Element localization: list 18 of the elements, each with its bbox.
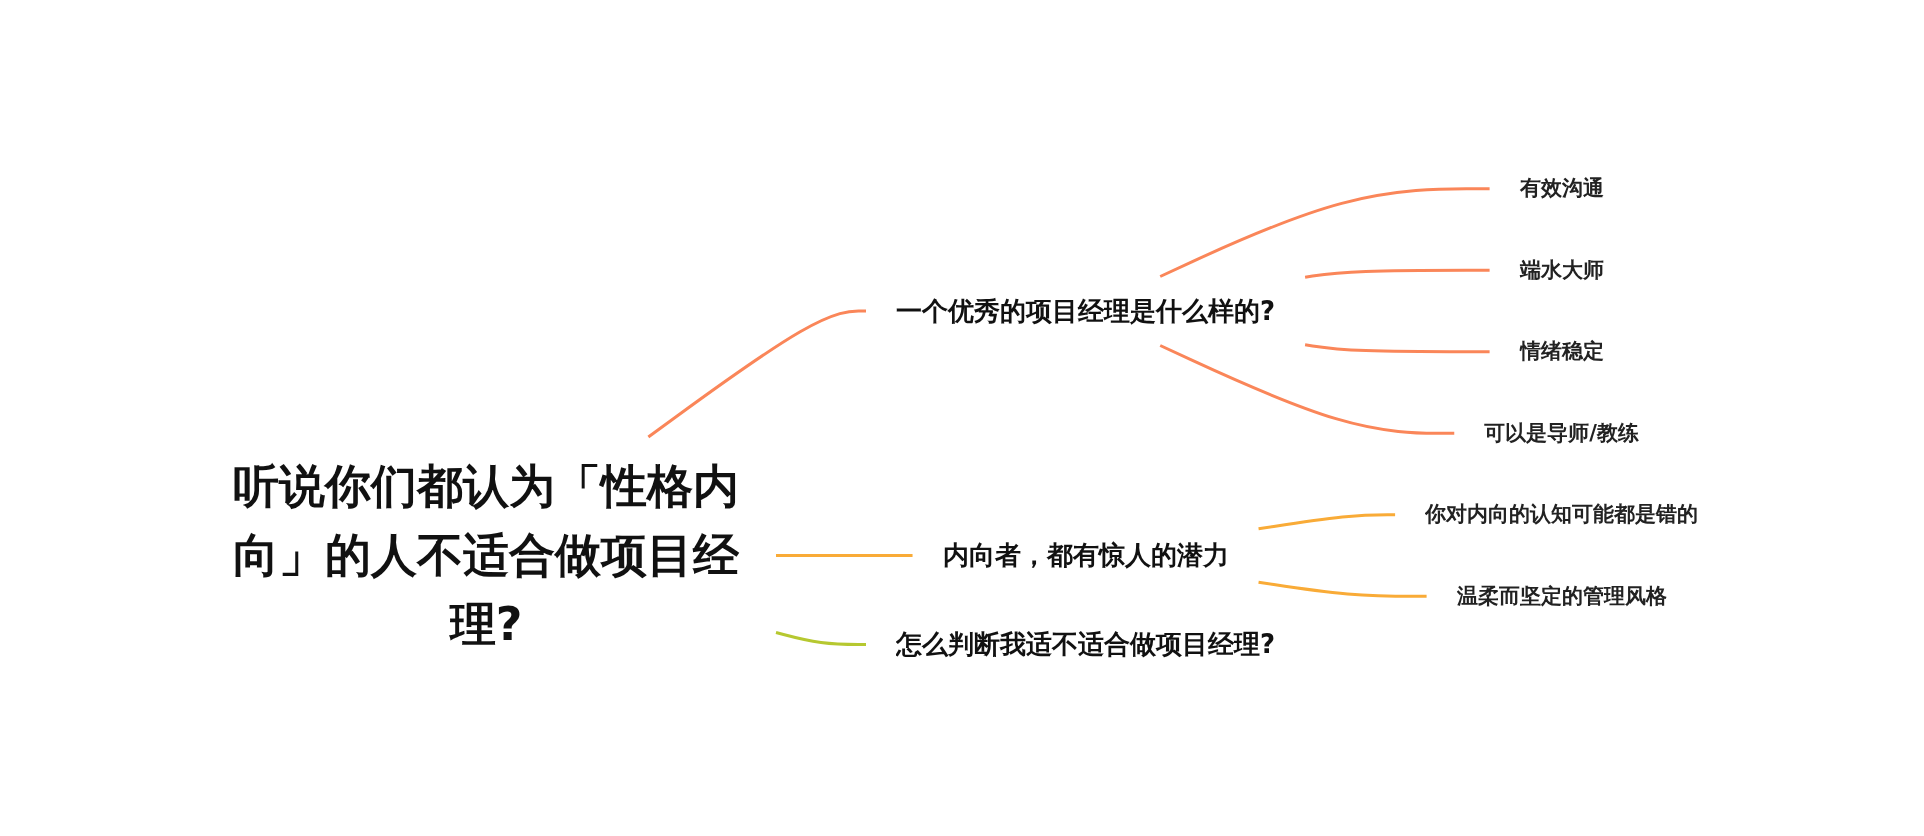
connector [775,553,913,557]
connector [1304,268,1490,279]
node-text: 有效沟通 [1519,175,1604,200]
node-text: 内向者，都有惊人的潜力 [942,539,1229,570]
node-text: 一个优秀的项目经理是什么样的? [895,295,1276,325]
connector [1258,580,1427,598]
connector [1304,342,1490,353]
node-text: 听说你们都认为「性格内向」的人不适合做项目经理? [232,458,739,651]
node-text: 端水大师 [1519,257,1604,281]
node-text: 温柔而坚定的管理风格 [1456,583,1667,607]
node-text: 怎么判断我适不适合做项目经理? [895,628,1276,659]
node-text: 可以是导师/教练 [1484,420,1639,444]
connector [1258,512,1396,530]
connector [1159,343,1455,435]
connector [1159,186,1490,278]
connector [647,309,866,438]
node-text: 你对内向的认知可能都是错的 [1425,501,1699,526]
connector [775,630,866,646]
